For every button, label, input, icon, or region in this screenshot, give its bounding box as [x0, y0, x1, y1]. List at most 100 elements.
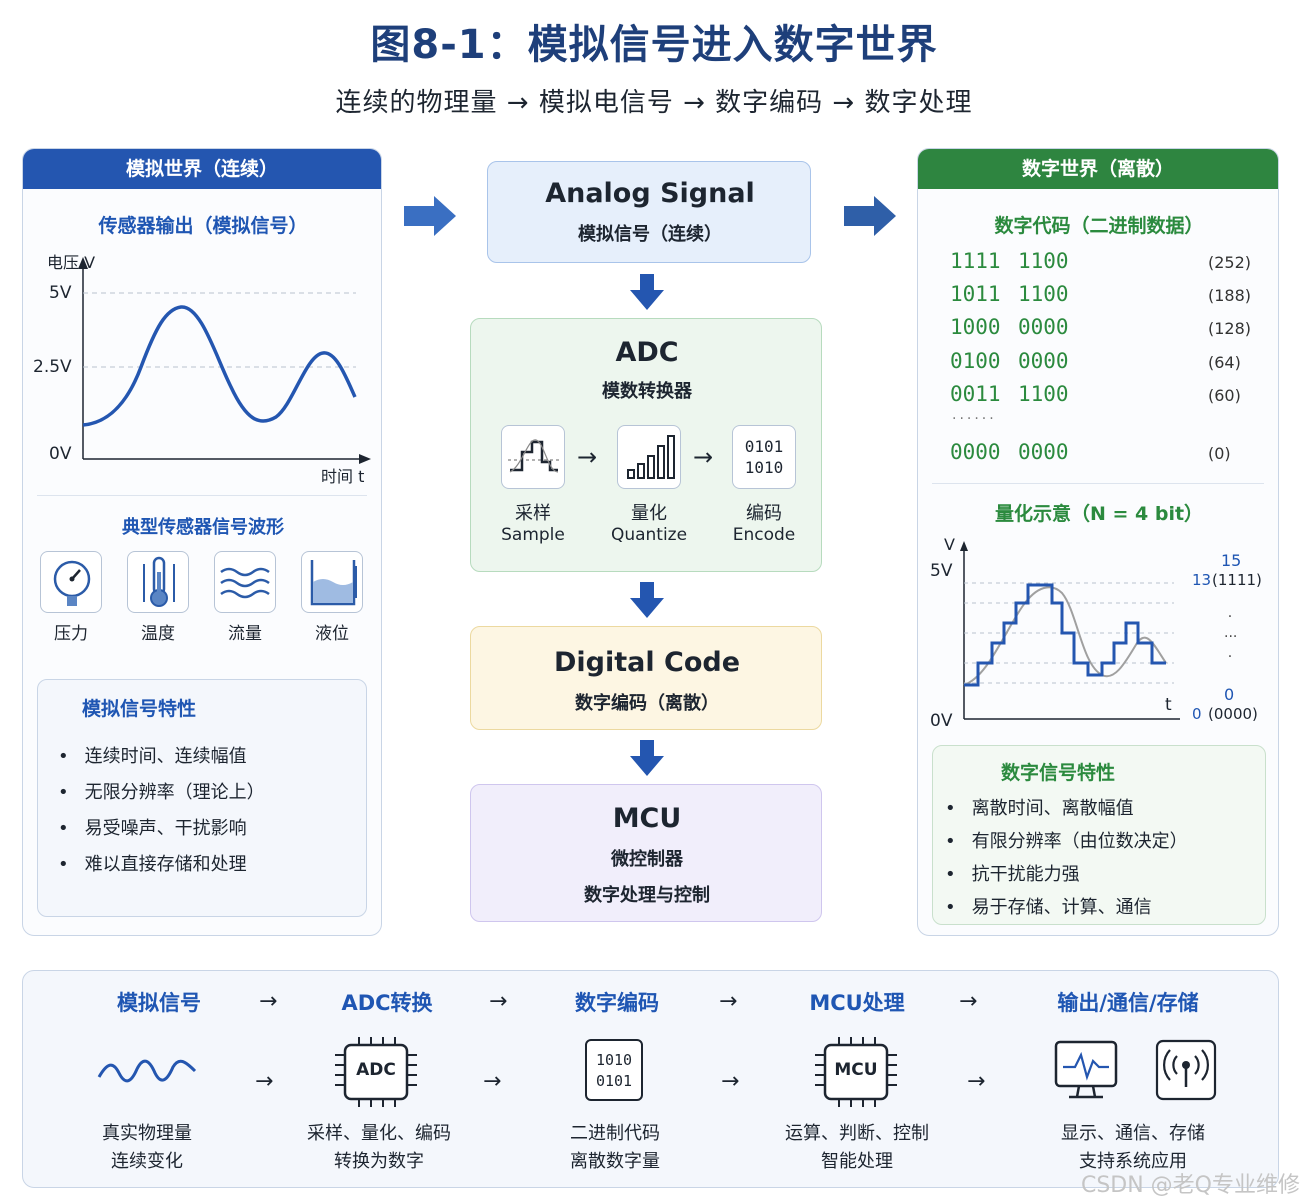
code-row-val: (64)	[1208, 353, 1241, 372]
x-axis-label: 时间 t	[321, 467, 365, 486]
flow-arrow: →	[489, 989, 508, 1014]
analog-world-panel: 模拟世界（连续） 传感器输出（模拟信号） 电压 V 5V 2.5V 0V 时间 …	[22, 148, 382, 936]
arrow-down-icon	[630, 740, 664, 776]
flow-head: 模拟信号	[117, 991, 201, 1015]
flow-caption: 二进制代码	[570, 1123, 660, 1144]
adc-box: ADC 模数转换器 → → 0101 1010 采样 Sample 量化 Qua…	[470, 318, 822, 572]
flow-arrow: →	[959, 989, 978, 1014]
analog-signal-sub: 模拟信号（连续）	[578, 224, 722, 245]
arrow-down-icon	[630, 582, 664, 618]
analog-signal-chart	[78, 257, 371, 464]
code-row-val: (188)	[1208, 286, 1252, 305]
binary-line-2: 0101	[595, 1072, 633, 1090]
code-row-val: (0)	[1208, 444, 1231, 463]
arrow-right-icon	[404, 196, 456, 236]
analog-prop-item: 无限分辨率（理论上）	[58, 778, 265, 804]
quantization-chart	[960, 541, 1180, 720]
quant-bottom-label: 0V	[930, 711, 953, 731]
encode-label-en: Encode	[732, 525, 796, 545]
flow-caption: 支持系统应用	[1079, 1151, 1187, 1172]
analog-prop-item: 易受噪声、干扰影响	[58, 814, 247, 840]
monitor-icon	[1054, 1040, 1118, 1099]
flow-arrow: →	[721, 1069, 740, 1094]
code-row-hi: 0011	[950, 382, 1001, 406]
liquid-level-icon	[301, 551, 363, 613]
code-row-hi: 0100	[950, 349, 1001, 373]
mcu-chip-label: MCU	[834, 1060, 878, 1080]
digital-prop-item: 离散时间、离散幅值	[945, 794, 1134, 820]
wave-icon	[97, 1059, 197, 1083]
antenna-signal-icon	[1155, 1039, 1217, 1101]
mcu-sub2: 数字处理与控制	[584, 885, 710, 906]
flow-head: 输出/通信/存储	[1057, 991, 1199, 1015]
flow-caption: 显示、通信、存储	[1061, 1123, 1205, 1144]
code-row-lo: 0000	[1018, 440, 1069, 464]
analog-prop-item: 连续时间、连续幅值	[58, 742, 247, 768]
flow-caption: 智能处理	[821, 1151, 893, 1172]
analog-prop-item: 难以直接存储和处理	[58, 850, 247, 876]
flow-arrow: →	[255, 1069, 274, 1094]
sensor-label-flow: 流量	[228, 624, 262, 644]
codes-ellipsis: ......	[952, 407, 997, 423]
flow-arrow: →	[483, 1069, 502, 1094]
code-row-val: (128)	[1208, 319, 1252, 338]
flow-head: ADC转换	[341, 991, 433, 1015]
sensor-output-title: 传感器输出（模拟信号）	[98, 215, 308, 237]
level-top-code-num: 13	[1192, 571, 1212, 589]
encode-code-1: 0101	[744, 437, 784, 456]
y-tick-2-5v: 2.5V	[33, 357, 72, 377]
flow-caption: 离散数字量	[570, 1151, 660, 1172]
level-ellipsis: ·····	[1224, 609, 1238, 665]
flow-caption: 连续变化	[111, 1151, 183, 1172]
sample-label-en: Sample	[501, 525, 565, 545]
mcu-title: MCU	[612, 803, 682, 834]
flow-waves-icon	[214, 551, 276, 613]
page-title: 图8-1：模拟信号进入数字世界	[370, 22, 938, 68]
quant-y-label: V	[944, 535, 955, 554]
adc-title: ADC	[615, 337, 679, 368]
flow-arrow: →	[719, 989, 738, 1014]
sensor-label-temperature: 温度	[141, 624, 175, 644]
quant-title: 量化示意（N = 4 bit）	[994, 503, 1204, 525]
sensor-label-pressure: 压力	[54, 624, 88, 644]
flow-caption: 采样、量化、编码	[307, 1123, 451, 1144]
y-axis-label: 电压 V	[47, 253, 96, 272]
analog-props-title: 模拟信号特性	[82, 698, 197, 720]
digital-prop-item: 易于存储、计算、通信	[945, 893, 1152, 919]
arrow-right-icon	[844, 196, 896, 236]
digital-world-header: 数字世界（离散）	[918, 149, 1278, 189]
digital-code-box: Digital Code 数字编码（离散）	[470, 626, 822, 730]
flow-caption: 真实物理量	[102, 1123, 192, 1144]
flow-arrow: →	[967, 1069, 986, 1094]
digital-props-box: 数字信号特性 离散时间、离散幅值 有限分辨率（由位数决定） 抗干扰能力强 易于存…	[932, 745, 1266, 925]
y-tick-0v: 0V	[49, 444, 72, 464]
flow-caption: 转换为数字	[334, 1151, 424, 1172]
mcu-box: MCU 微控制器 数字处理与控制	[470, 784, 822, 922]
arrow-down-icon	[630, 274, 664, 310]
y-tick-5v: 5V	[49, 283, 72, 303]
watermark: CSDN @老Q专业维修	[1080, 1173, 1300, 1198]
sensor-label-level: 液位	[315, 624, 349, 644]
arrow-right-icon: →	[577, 443, 598, 471]
code-row-hi: 1000	[950, 315, 1001, 339]
level-bottom-code: (0000)	[1208, 705, 1258, 723]
quant-top-label: 5V	[930, 561, 953, 581]
level-top-num: 15	[1221, 551, 1242, 570]
code-row-hi: 0000	[950, 440, 1001, 464]
binary-encode-icon: 0101 1010	[732, 425, 796, 489]
code-row-lo: 1100	[1018, 249, 1069, 273]
code-row-lo: 1100	[1018, 382, 1069, 406]
arrow-right-icon: →	[693, 443, 714, 471]
analog-world-header: 模拟世界（连续）	[23, 149, 381, 189]
pressure-gauge-icon	[40, 551, 102, 613]
code-row-hi: 1111	[950, 249, 1001, 273]
code-row-val: (60)	[1208, 386, 1241, 405]
analog-props-box: 模拟信号特性 连续时间、连续幅值 无限分辨率（理论上） 易受噪声、干扰影响 难以…	[37, 679, 367, 917]
digital-code-sub: 数字编码（离散）	[575, 693, 719, 714]
codes-title: 数字代码（二进制数据）	[994, 215, 1204, 237]
typical-sensors-title: 典型传感器信号波形	[122, 517, 284, 538]
divider	[932, 483, 1264, 484]
quantize-bars-icon	[617, 425, 681, 489]
level-bottom-num: 0	[1224, 685, 1235, 704]
quantize-label-en: Quantize	[610, 525, 688, 545]
